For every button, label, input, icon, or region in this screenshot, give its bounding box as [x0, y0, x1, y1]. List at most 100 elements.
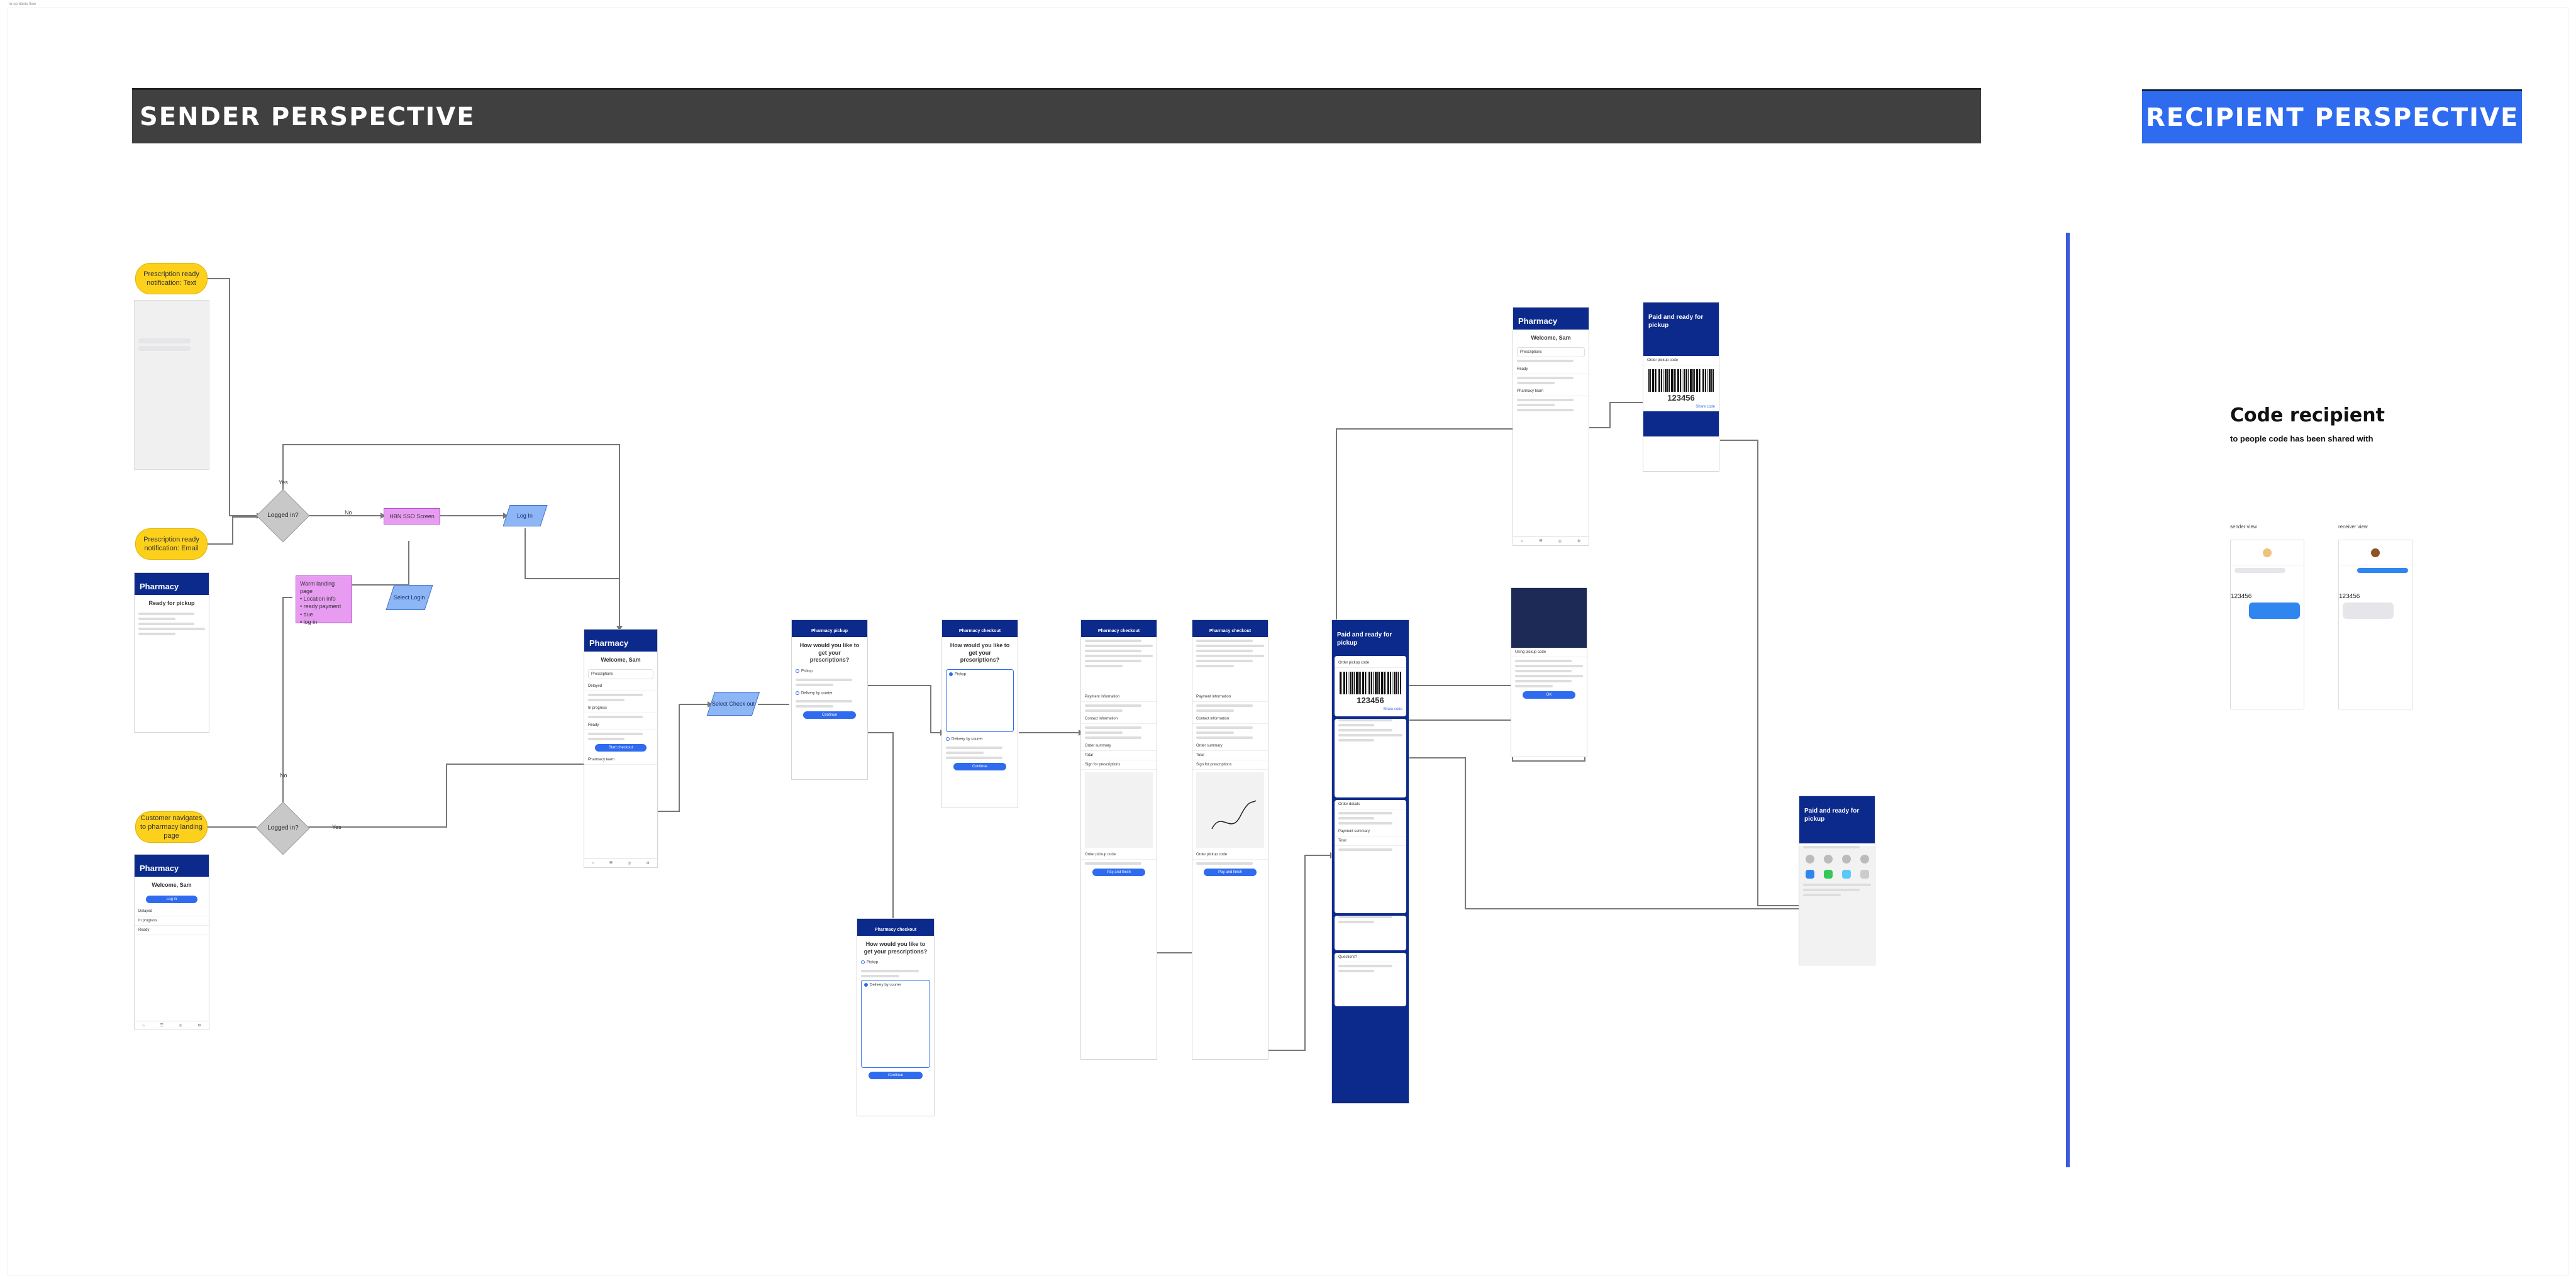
delivery-pickup-option[interactable]: Pickup: [867, 960, 879, 965]
delivery-header: Pharmacy checkout: [857, 919, 934, 936]
using-code-label: Using pickup code: [1515, 650, 1546, 654]
sender-perspective-banner: SENDER PERSPECTIVE: [132, 88, 1981, 143]
checkout1-sign: Sign for prescriptions: [1085, 763, 1121, 767]
email-notification-node: Prescription ready notification: Email: [135, 528, 208, 560]
delivery-heading: How would you like to get your prescript…: [863, 941, 928, 955]
using-code-sheet: Using pickup code OK: [1511, 587, 1587, 757]
share-code-link[interactable]: Share code: [1383, 708, 1402, 711]
connector-share-sheet: [1409, 757, 1799, 909]
start-checkout-button[interactable]: Start checkout: [595, 743, 647, 752]
warm-item-1: Location info: [303, 596, 336, 603]
connector-yes-to-landing2: [308, 764, 590, 828]
checkout1-header: Pharmacy checkout: [1081, 620, 1157, 637]
checkout1-payment-info: Payment information: [1085, 695, 1120, 699]
yes-label-1: Yes: [279, 479, 288, 486]
connector-landing-checkout: [657, 704, 708, 812]
receiver-bubble-in: [2343, 603, 2394, 619]
connector-to-code: [1588, 402, 1643, 428]
delivery-option[interactable]: Delivery by courier: [801, 691, 833, 696]
customer-navigates-node: Customer navigates to pharmacy landing p…: [135, 811, 208, 843]
connector-yes-to-landing: [282, 444, 620, 629]
rx-card[interactable]: Prescriptions: [588, 669, 653, 679]
share-sheet-hero: Paid and ready for pickup: [1799, 796, 1875, 843]
board-frame: [8, 8, 2568, 1275]
confirmation-total-label: Total: [1338, 839, 1346, 843]
connector-login-to-landing: [525, 528, 620, 629]
sender-perspective-title: SENDER PERSPECTIVE: [140, 102, 475, 131]
landing2-ready: Ready: [588, 723, 599, 727]
landing-login-button[interactable]: Log in: [145, 895, 198, 903]
confirmation-hero: Paid and ready for pickup: [1332, 620, 1409, 653]
in-progress-label: In progress: [138, 918, 158, 923]
pickup-choice-screen: Pharmacy pickup How would you like to ge…: [791, 619, 868, 780]
board-corner-label: re-up demo flow: [9, 3, 36, 6]
checkout-screen-2: Pharmacy checkout Payment information Co…: [1192, 619, 1269, 1060]
share-apps-row: [1799, 867, 1875, 881]
pickup-option[interactable]: Pickup: [801, 669, 813, 674]
code-screen-barcode: [1648, 369, 1714, 392]
connector-home: [1336, 428, 1513, 623]
code-screen-label: Order pickup code: [1647, 358, 1679, 362]
landing2-tabbar: ⌂☰◎⚙: [584, 858, 657, 867]
checkout-screen-1: Pharmacy checkout Payment information Co…: [1080, 619, 1157, 1060]
ready-label: Ready: [138, 928, 150, 932]
home-tabbar: ⌂☰◎⚙: [1513, 536, 1589, 545]
delayed-label: Delayed: [138, 909, 153, 913]
checkout1-order-summary: Order summary: [1085, 744, 1111, 748]
no-label-1: No: [345, 509, 352, 516]
checkout1-pickup-code: Order pickup code: [1085, 853, 1116, 857]
pickup-selected-label: Pickup: [955, 672, 967, 677]
landing-welcome: Welcome, Sam: [152, 882, 192, 888]
checkout2-signature-pad[interactable]: [1196, 772, 1264, 848]
checkout1-signature-pad[interactable]: [1085, 772, 1153, 848]
share-contacts-row: [1799, 851, 1875, 867]
share-sheet-panel: [1799, 846, 1875, 965]
warm-item-2: ready payment: [303, 603, 341, 610]
delivery-selected-card[interactable]: Delivery by courier: [861, 979, 930, 1068]
home-welcome: Welcome, Sam: [1531, 335, 1571, 341]
sms-bubble-1: [138, 338, 191, 343]
delivery-continue-button[interactable]: Continue: [869, 1071, 923, 1079]
checkout2-pay-button[interactable]: Pay and finish: [1204, 869, 1257, 876]
confirmation-code-number: 123456: [1357, 696, 1384, 705]
checkout2-header: Pharmacy checkout: [1192, 620, 1268, 637]
checkout2-total: Total: [1196, 753, 1204, 757]
log-in-node: Log In: [502, 505, 548, 526]
sms-bubble-2: [138, 346, 191, 351]
using-code-ok-button[interactable]: OK: [1523, 691, 1575, 699]
checkout2-order-summary: Order summary: [1196, 744, 1223, 748]
logged-in-label-1: Logged in?: [267, 512, 299, 519]
home-rx-card[interactable]: Prescriptions: [1517, 347, 1585, 357]
checkout1-pay-button[interactable]: Pay and finish: [1092, 869, 1145, 876]
order-details-label: Order details: [1338, 803, 1360, 806]
code-recipient-title: Code recipient: [2230, 404, 2385, 426]
using-code-hero: [1511, 588, 1587, 648]
order-confirmation-screen: Paid and ready for pickup Order pickup c…: [1331, 619, 1409, 1104]
landing2-in-progress: In progress: [588, 706, 608, 710]
landing-logged-in-screen: Pharmacy Welcome, Sam Prescriptions Dela…: [584, 629, 658, 868]
home-after-checkout-screen: Pharmacy Welcome, Sam Prescriptions Read…: [1513, 307, 1589, 546]
pickup-selected-header: Pharmacy checkout: [942, 620, 1018, 637]
pickup-selected-continue[interactable]: Continue: [953, 762, 1006, 770]
select-login-label: Select Login: [394, 594, 425, 601]
sender-bubble-out: [2248, 603, 2300, 619]
checkout2-contact-info: Contact information: [1196, 717, 1230, 721]
select-login-node: Select Login: [386, 585, 433, 610]
warm-landing-title: Warm landing page: [300, 580, 335, 595]
receiver-bubble-out: [2357, 568, 2408, 573]
sender-avatar: [2263, 548, 2272, 557]
connector-share-sheet2: [1720, 440, 1799, 906]
code-screen-share[interactable]: Share code: [1696, 405, 1715, 409]
how-get-heading: How would you like to get your prescript…: [799, 642, 860, 664]
warm-item-3: due: [303, 611, 313, 618]
connector-no-to-warm: [282, 597, 292, 805]
code-screen-number: 123456: [1667, 393, 1695, 403]
connector-text-to-login: [208, 278, 257, 516]
pickup-continue-button[interactable]: Continue: [803, 711, 856, 719]
delivery-unselected-label[interactable]: Delivery by courier: [952, 737, 983, 741]
recipient-perspective-banner: RECIPIENT PERSPECTIVE: [2142, 89, 2522, 143]
pickup-selected-card[interactable]: Pickup: [946, 669, 1014, 733]
text-message-preview: [134, 300, 209, 470]
order-details-card: Order details Payment summary Total: [1335, 800, 1406, 913]
